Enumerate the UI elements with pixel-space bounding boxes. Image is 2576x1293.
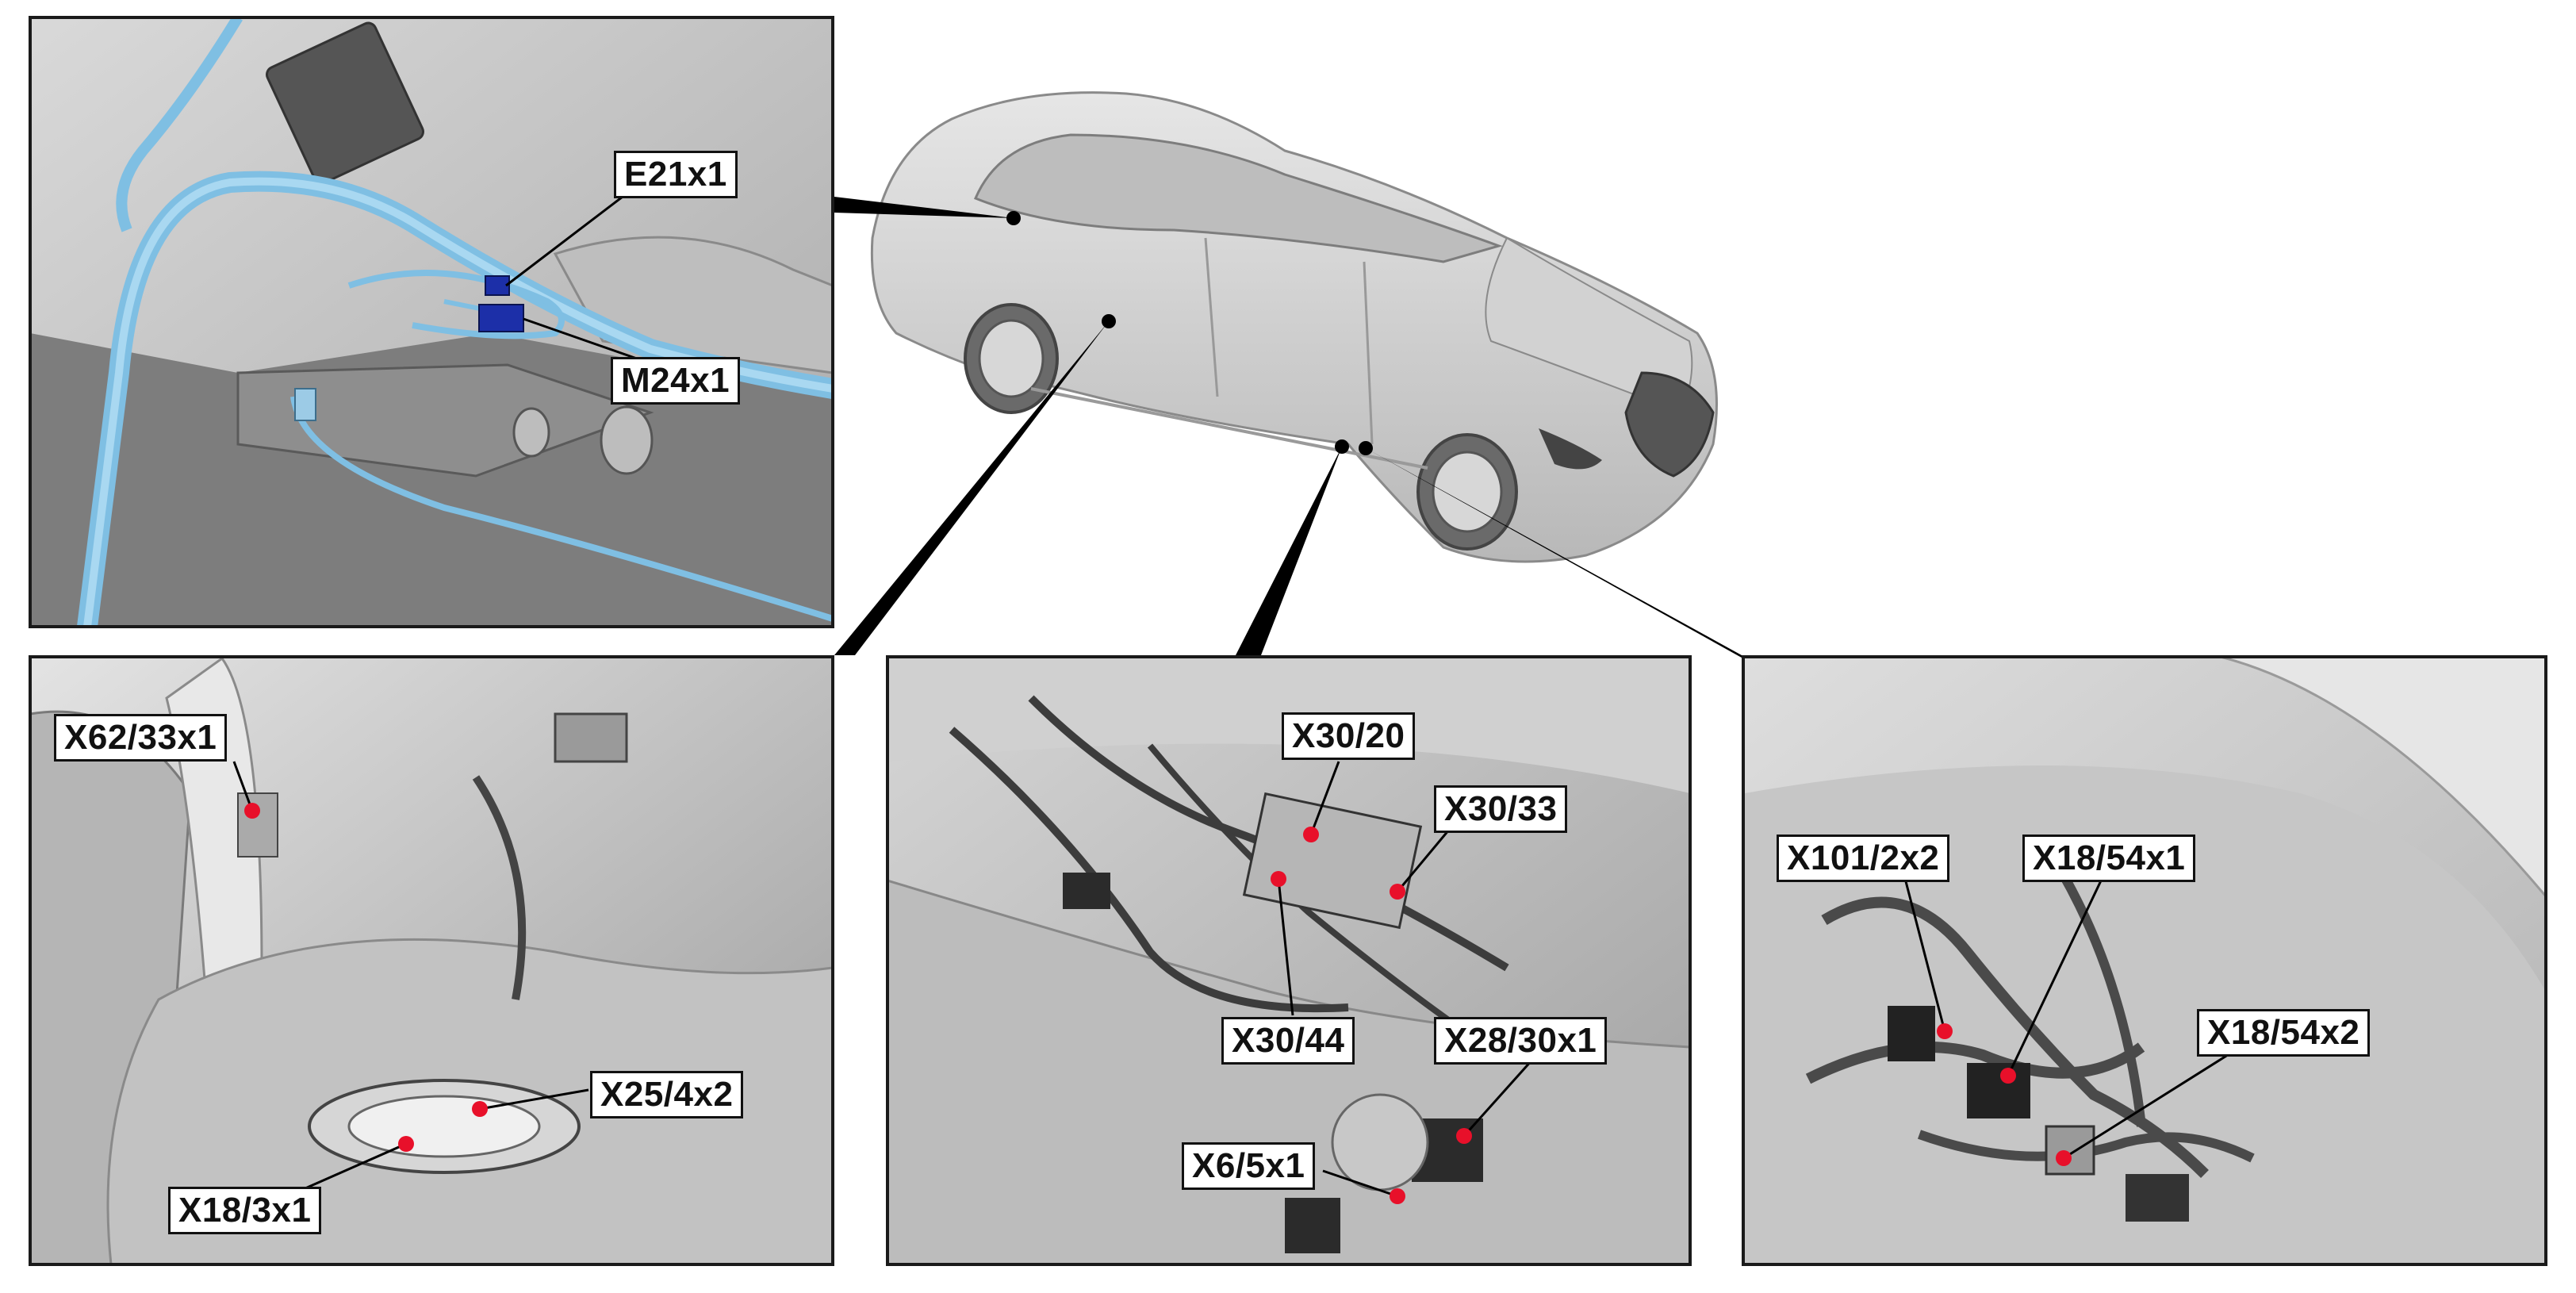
location-dot-sill-1 xyxy=(1335,439,1349,454)
leader-wedge-panel1 xyxy=(834,197,1014,218)
location-dot-trunk xyxy=(1006,211,1021,225)
x30-20-marker xyxy=(1303,827,1319,842)
label-x30-20: X30/20 xyxy=(1282,712,1416,760)
x30-44-marker xyxy=(1271,871,1286,887)
x28-30x1-marker xyxy=(1456,1128,1472,1144)
m24x1-component xyxy=(478,304,524,332)
x30-33-marker xyxy=(1390,884,1405,900)
label-x30-44: X30/44 xyxy=(1221,1017,1355,1065)
detail-panel-sill xyxy=(1742,655,2547,1266)
location-dot-sill-2 xyxy=(1359,441,1373,455)
leader-wedge-panel2 xyxy=(834,321,1109,655)
label-m24x1: M24x1 xyxy=(611,357,741,405)
label-x18-54x2: X18/54x2 xyxy=(2197,1009,2371,1057)
x101-2x2-marker xyxy=(1937,1023,1953,1039)
x18-54x1-marker xyxy=(2000,1068,2016,1084)
vehicle-location-dots xyxy=(1006,211,1373,455)
detail-panel-floor xyxy=(886,655,1692,1266)
leader-wedge-panel4 xyxy=(1366,448,1769,673)
x18-3x1-marker xyxy=(398,1136,414,1152)
label-x18-54x1: X18/54x1 xyxy=(2022,835,2196,882)
label-x25-4x2: X25/4x2 xyxy=(590,1071,744,1118)
detail-panel-trunk xyxy=(29,16,834,628)
label-x62-33x1: X62/33x1 xyxy=(54,714,228,762)
x6-5x1-marker xyxy=(1390,1188,1405,1204)
location-dot-rear-door xyxy=(1102,314,1116,328)
label-x101-2x2: X101/2x2 xyxy=(1777,835,1950,882)
label-x30-33: X30/33 xyxy=(1434,785,1568,833)
leader-wedge-panel3 xyxy=(1236,447,1342,655)
label-x28-30x1: X28/30x1 xyxy=(1434,1017,1608,1065)
vehicle-illustration xyxy=(870,91,1718,563)
label-e21x1: E21x1 xyxy=(614,151,738,198)
label-x6-5x1: X6/5x1 xyxy=(1182,1142,1316,1190)
e21x1-component xyxy=(485,275,510,296)
leader-lines xyxy=(834,197,1769,673)
x25-4x2-marker xyxy=(472,1101,488,1117)
x62-33x1-marker xyxy=(244,803,260,819)
label-x18-3x1: X18/3x1 xyxy=(168,1187,322,1234)
x18-54x2-marker xyxy=(2056,1150,2072,1166)
